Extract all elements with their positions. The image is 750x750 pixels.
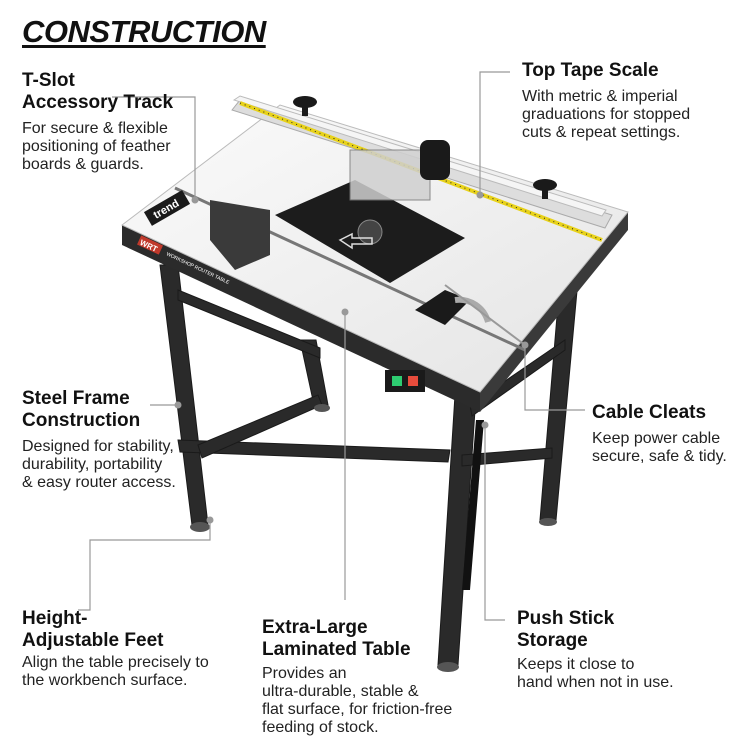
callout-tslot-title-1: T-Slot — [22, 70, 75, 91]
foot-front-left — [190, 522, 210, 532]
callout-tape-line-3: cuts & repeat settings. — [522, 124, 681, 141]
dust-port — [420, 140, 450, 180]
callout-table-title-2: Laminated Table — [262, 639, 411, 660]
callout-push-line-2: hand when not in use. — [517, 674, 674, 691]
callout-feet-line-2: the workbench surface. — [22, 672, 188, 689]
foot-front-right — [437, 662, 459, 672]
page-title: CONSTRUCTION — [22, 14, 266, 49]
callout-table-line-3: flat surface, for friction-free — [262, 701, 453, 718]
table-front-edge — [122, 225, 480, 412]
callout-cable: Cable Cleats Keep power cable secure, sa… — [592, 402, 727, 466]
right-upper-rail — [469, 339, 566, 417]
callout-feet-title-2: Adjustable Feet — [22, 630, 164, 651]
callout-steel-title-2: Construction — [22, 410, 141, 431]
callout-steel-line-2: durability, portability — [22, 456, 163, 473]
callout-steel-line-1: Designed for stability, — [22, 438, 174, 455]
callout-tape-line-1: With metric & imperial — [522, 88, 678, 105]
fence-knobs — [293, 96, 557, 199]
callout-tape: Top Tape Scale With metric & imperial gr… — [522, 60, 690, 142]
foot-back-right — [539, 518, 557, 526]
callout-table: Extra-Large Laminated Table Provides an … — [262, 617, 452, 737]
router-bit-opening — [357, 219, 383, 245]
leader-dots — [174, 191, 529, 524]
foot-back-left — [314, 404, 330, 412]
callout-steel-title-1: Steel Frame — [22, 388, 130, 409]
front-lower-rail — [177, 439, 451, 463]
callout-tape-title: Top Tape Scale — [522, 60, 659, 81]
callout-table-line-2: ultra-durable, stable & — [262, 683, 419, 700]
leader-push — [484, 425, 505, 621]
switch-box — [385, 370, 425, 392]
leader-tape — [479, 71, 510, 195]
callout-tslot-line-1: For secure & flexible — [22, 120, 168, 137]
switch-off — [408, 376, 418, 386]
callout-push: Push Stick Storage Keeps it close to han… — [517, 608, 674, 692]
leader-tslot — [112, 96, 196, 200]
callout-push-title-1: Push Stick — [517, 608, 615, 629]
callout-push-line-1: Keeps it close to — [517, 656, 635, 673]
callout-tslot-line-2: positioning of feather — [22, 138, 171, 155]
callout-push-title-2: Storage — [517, 630, 588, 651]
callout-table-line-4: feeding of stock. — [262, 719, 379, 736]
callout-feet-title-1: Height- — [22, 608, 88, 629]
bit-guard — [349, 149, 431, 201]
callout-feet-line-1: Align the table precisely to — [22, 654, 209, 671]
callout-feet: Height- Adjustable Feet Align the table … — [22, 608, 209, 690]
steel-frame — [159, 264, 579, 666]
trend-logo-plate — [143, 190, 191, 226]
back-left-leg — [299, 339, 329, 406]
left-upper-rail — [177, 289, 321, 359]
leader-feet — [78, 520, 211, 611]
callout-cable-title: Cable Cleats — [592, 402, 707, 423]
callout-cable-line-1: Keep power cable — [592, 430, 721, 447]
feed-direction-arrow — [338, 232, 373, 250]
callout-tape-line-2: graduations for stopped — [522, 106, 691, 123]
push-stick — [462, 420, 484, 590]
switch-on — [392, 376, 402, 386]
table-right-edge — [480, 212, 628, 412]
mitre-protractor — [454, 296, 491, 323]
leader-cable — [524, 345, 585, 411]
callout-tslot-line-3: boards & guards. — [22, 156, 144, 173]
callout-tslot: T-Slot Accessory Track For secure & flex… — [22, 70, 173, 174]
mitre-bar — [444, 284, 526, 346]
featherboard — [210, 200, 270, 270]
callout-steel-line-3: & easy router access. — [22, 474, 176, 491]
callout-table-line-1: Provides an — [262, 665, 347, 682]
callout-cable-line-2: secure, safe & tidy. — [592, 448, 727, 465]
callout-table-title-1: Extra-Large — [262, 617, 368, 638]
leader-lines — [78, 71, 585, 621]
callout-steel: Steel Frame Construction Designed for st… — [22, 388, 176, 492]
adjustable-feet — [190, 404, 557, 672]
model-badge-plate — [137, 235, 163, 255]
callout-tslot-title-2: Accessory Track — [22, 92, 174, 113]
